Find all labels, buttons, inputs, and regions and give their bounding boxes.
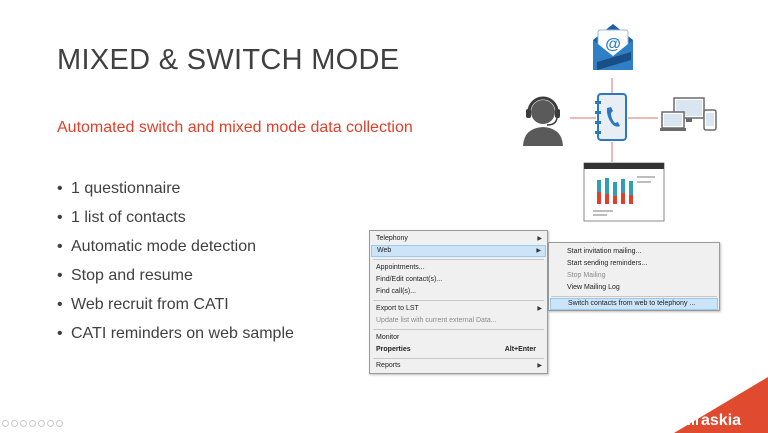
submenu-item-start-sending-reminders[interactable]: Start sending reminders... <box>550 258 718 270</box>
menu-item-label: Export to LST <box>376 305 419 312</box>
slide-nav-controls <box>2 420 63 427</box>
menu-item-label: Start invitation mailing... <box>567 248 642 255</box>
menu-item-label: View Mailing Log <box>567 284 620 291</box>
report-chart-icon <box>583 162 665 222</box>
bullet-item: Automatic mode detection <box>57 232 294 261</box>
menu-item-reports[interactable]: Reports ▶ <box>371 360 546 372</box>
menu-item-label: Find call(s)... <box>376 288 417 295</box>
email-at-symbol: @ <box>605 36 621 53</box>
menu-item-label: Find/Edit contact(s)... <box>376 276 443 283</box>
email-icon: @ <box>587 18 639 76</box>
nav-next-icon[interactable] <box>11 420 18 427</box>
menu-item-properties[interactable]: Properties Alt+Enter <box>371 344 546 356</box>
bullet-item: Stop and resume <box>57 261 294 290</box>
menu-item-label: Appointments... <box>376 264 425 271</box>
menu-item-label: Switch contacts from web to telephony ..… <box>568 300 696 307</box>
nav-zoom-icon[interactable] <box>38 420 45 427</box>
menu-item-telephony[interactable]: Telephony ▶ <box>371 233 546 245</box>
bullet-item: 1 questionnaire <box>57 174 294 203</box>
menu-item-appointments[interactable]: Appointments... <box>371 262 546 274</box>
submenu-item-stop-mailing: Stop Mailing <box>550 270 718 282</box>
submenu-item-start-invitation-mailing[interactable]: Start invitation mailing... <box>550 246 718 258</box>
menu-item-find-calls[interactable]: Find call(s)... <box>371 286 546 298</box>
slide-title: MIXED & SWITCH MODE <box>57 44 400 76</box>
menu-separator <box>551 296 717 297</box>
menu-item-label: Update list with current external Data..… <box>376 317 497 324</box>
nav-pen-icon[interactable] <box>20 420 27 427</box>
menu-item-monitor[interactable]: Monitor <box>371 332 546 344</box>
submenu-arrow-icon: ▶ <box>537 363 542 369</box>
nav-slides-icon[interactable] <box>29 420 36 427</box>
logo-text: askia <box>701 412 741 429</box>
address-book-phone-icon <box>594 92 630 142</box>
web-submenu: Start invitation mailing... Start sendin… <box>548 242 720 311</box>
menu-item-label: Monitor <box>376 334 400 341</box>
menu-separator <box>373 329 544 330</box>
submenu-item-switch-contacts-web-to-telephony[interactable]: Switch contacts from web to telephony ..… <box>550 298 718 310</box>
menu-item-label: Properties <box>376 346 411 353</box>
nav-more-icon[interactable] <box>56 420 63 427</box>
devices-icon <box>660 96 718 138</box>
submenu-arrow-icon: ▶ <box>536 248 541 254</box>
nav-subtitles-icon[interactable] <box>47 420 54 427</box>
bullet-list: 1 questionnaire 1 list of contacts Autom… <box>57 174 294 348</box>
nav-prev-icon[interactable] <box>2 420 9 427</box>
menu-item-find-edit-contacts[interactable]: Find/Edit contact(s)... <box>371 274 546 286</box>
submenu-arrow-icon: ▶ <box>537 306 542 312</box>
mixed-mode-diagram: @ <box>510 10 768 230</box>
bullet-item: CATI reminders on web sample <box>57 319 294 348</box>
call-center-agent-icon <box>520 94 566 146</box>
slide-subtitle: Automated switch and mixed mode data col… <box>57 119 413 136</box>
bullet-item: Web recruit from CATI <box>57 290 294 319</box>
menu-item-label: Stop Mailing <box>567 272 606 279</box>
submenu-arrow-icon: ▶ <box>537 236 542 242</box>
menu-item-label: Web <box>377 247 392 254</box>
menu-item-shortcut: Alt+Enter <box>504 346 536 353</box>
menu-item-label: Reports <box>376 362 401 369</box>
menu-separator <box>373 300 544 301</box>
menu-separator <box>373 358 544 359</box>
menu-item-label: Telephony <box>376 235 408 242</box>
askia-logo: askia <box>674 377 768 433</box>
menu-item-update-list: Update list with current external Data..… <box>371 315 546 327</box>
context-menu: Telephony ▶ Web ▶ Appointments... Find/E… <box>369 230 548 374</box>
menu-separator <box>373 259 544 260</box>
menu-item-label: Start sending reminders... <box>567 260 648 267</box>
submenu-item-view-mailing-log[interactable]: View Mailing Log <box>550 282 718 294</box>
menu-item-export-to-lst[interactable]: Export to LST ▶ <box>371 303 546 315</box>
menu-item-web[interactable]: Web ▶ <box>371 245 546 257</box>
bullet-item: 1 list of contacts <box>57 203 294 232</box>
